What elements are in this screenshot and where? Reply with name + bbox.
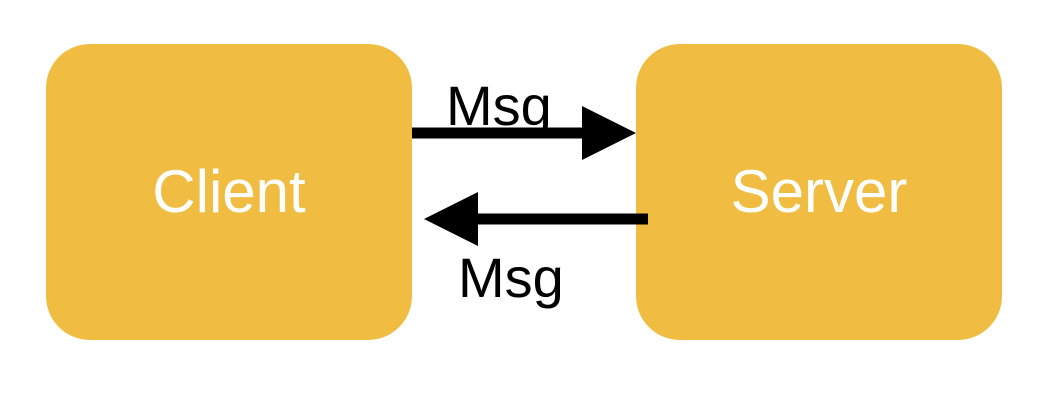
server-label: Server <box>730 158 908 225</box>
server-node: Server <box>636 44 1002 340</box>
client-node: Client <box>46 44 412 340</box>
arrow-client-to-server-head <box>582 106 636 160</box>
arrow-client-to-server <box>412 106 636 160</box>
msg-label-response: Msg <box>458 246 564 309</box>
client-label: Client <box>152 158 306 225</box>
arrow-server-to-client <box>424 192 648 246</box>
msg-label-request: Msg <box>446 74 552 137</box>
arrow-server-to-client-head <box>424 192 478 246</box>
